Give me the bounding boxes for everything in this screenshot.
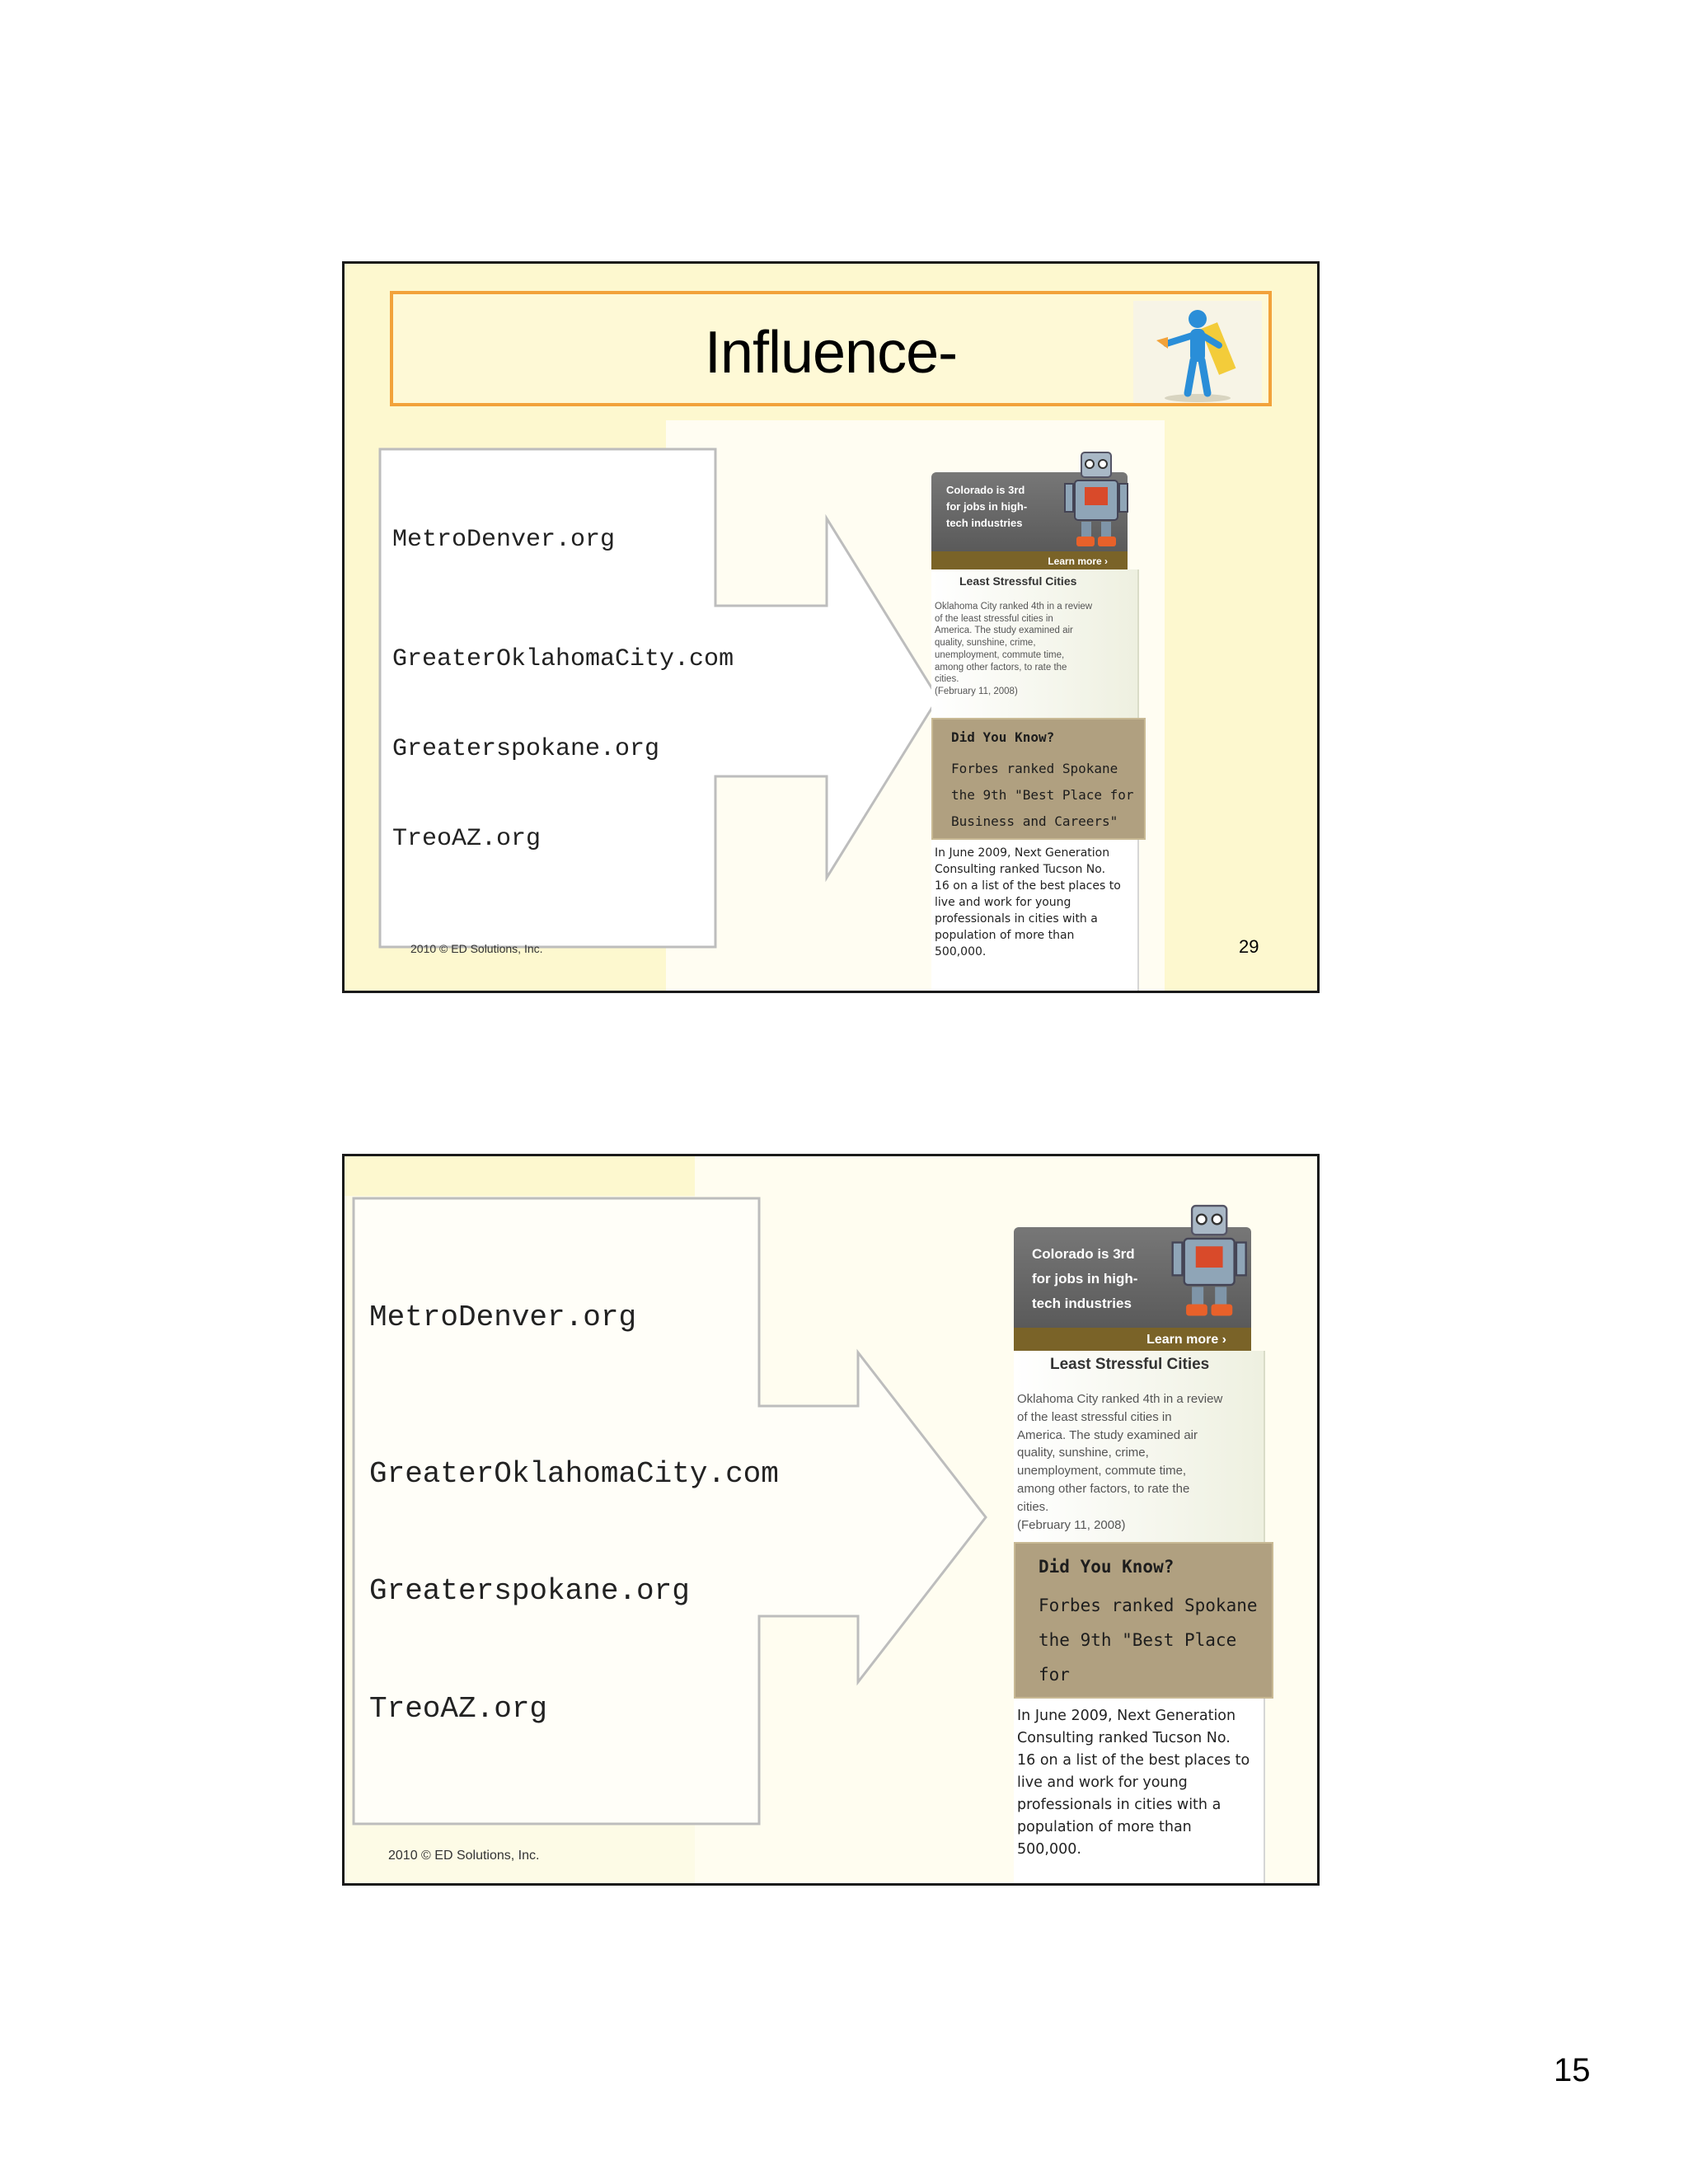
tucson-line: Consulting ranked Tucson No. [1017, 1730, 1231, 1746]
header-strip [345, 1156, 695, 1196]
site-treoaz: TreoAZ.org [392, 825, 542, 853]
lsc-line: cities. [935, 674, 959, 685]
copyright-footer: 2010 © ED Solutions, Inc. [410, 942, 543, 955]
did-you-know-block: Did You Know? Forbes ranked Spokane the … [1014, 1542, 1273, 1719]
site-greateroklahomacity: GreaterOklahomaCity.com [392, 645, 734, 673]
did-you-know-title: Did You Know? [1039, 1557, 1175, 1577]
website-clipping: Colorado is 3rd for jobs in high- tech i… [1012, 1197, 1276, 1883]
lsc-line: America. The study examined air [1017, 1427, 1198, 1442]
site-metrodenver: MetroDenver.org [392, 526, 616, 554]
lsc-line: among other factors, to rate the [935, 662, 1067, 673]
lsc-line: unemployment, commute time, [935, 649, 1065, 660]
tucson-block: In June 2009, Next Generation Consulting… [931, 840, 1139, 991]
learn-more-link[interactable]: Learn more › [931, 551, 1128, 569]
lsc-line: of the least stressful cities in [1017, 1409, 1172, 1424]
page-number: 15 [1554, 2052, 1591, 2088]
lsc-line: Oklahoma City ranked 4th in a review [935, 602, 1093, 612]
banner-line-2: for jobs in high- [1032, 1271, 1138, 1286]
banner-line-3: tech industries [1032, 1296, 1132, 1311]
tucson-line: In June 2009, Next Generation [1017, 1708, 1236, 1724]
site-greaterspokane: Greaterspokane.org [392, 735, 660, 763]
banner-line-2: for jobs in high- [946, 500, 1028, 513]
tucson-line: 16 on a list of the best places to [935, 879, 1121, 893]
slide-repeat: MetroDenver.org GreaterOklahomaCity.com … [342, 1154, 1320, 1886]
banner-line-1: Colorado is 3rd [1032, 1246, 1135, 1262]
dyk-line: Business and Careers" [951, 813, 1118, 829]
did-you-know-title: Did You Know? [951, 729, 1055, 745]
lsc-line: quality, sunshine, crime, [1017, 1446, 1149, 1460]
lsc-line: (February 11, 2008) [935, 687, 1018, 697]
tucson-line: 500,000. [935, 945, 987, 958]
website-clipping: Colorado is 3rd for jobs in high- tech i… [930, 449, 1152, 991]
tucson-line: professionals in cities with a [935, 912, 1098, 926]
tucson-line: 16 on a list of the best places to [1017, 1752, 1250, 1769]
robot-icon [1171, 1204, 1247, 1316]
least-stressful-title: Least Stressful Cities [959, 574, 1077, 588]
slide-29: Influence- MetroDenver.org GreaterOklaho… [342, 261, 1320, 993]
tucson-line: live and work for young [1017, 1774, 1188, 1791]
slide-number: 29 [1239, 936, 1259, 957]
site-greateroklahomacity: GreaterOklahomaCity.com [369, 1457, 779, 1491]
dyk-line: Forbes ranked Spokane [1039, 1596, 1258, 1615]
lsc-line: unemployment, commute time, [1017, 1464, 1187, 1479]
dyk-line: the 9th "Best Place for [1039, 1630, 1237, 1685]
learn-more-link[interactable]: Learn more › [1014, 1328, 1251, 1351]
site-metrodenver: MetroDenver.org [369, 1301, 637, 1334]
banner-line-1: Colorado is 3rd [946, 484, 1025, 496]
copyright-footer: 2010 © ED Solutions, Inc. [388, 1849, 540, 1863]
pointing-figure-icon [1133, 301, 1262, 403]
tucson-line: professionals in cities with a [1017, 1797, 1221, 1813]
lsc-line: quality, sunshine, crime, [935, 638, 1036, 649]
lsc-line: cities. [1017, 1499, 1049, 1514]
tucson-line: population of more than [935, 929, 1075, 942]
title-box: Influence- [390, 291, 1272, 406]
lsc-line: of the least stressful cities in [935, 613, 1053, 624]
dyk-line: Forbes ranked Spokane [951, 761, 1118, 776]
tucson-line: Consulting ranked Tucson No. [935, 863, 1106, 876]
did-you-know-block: Did You Know? Forbes ranked Spokane the … [931, 718, 1146, 840]
least-stressful-title: Least Stressful Cities [1050, 1356, 1210, 1373]
dyk-line: the 9th "Best Place for [951, 787, 1134, 803]
lsc-line: America. The study examined air [935, 626, 1073, 636]
tucson-line: population of more than [1017, 1819, 1192, 1835]
least-stressful-block: Least Stressful Cities Oklahoma City ran… [931, 569, 1139, 718]
lsc-line: among other factors, to rate the [1017, 1481, 1190, 1496]
tucson-line: 500,000. [1017, 1841, 1081, 1858]
tucson-line: live and work for young [935, 896, 1071, 909]
lsc-line: Oklahoma City ranked 4th in a review [1017, 1392, 1223, 1406]
site-treoaz: TreoAZ.org [369, 1692, 548, 1726]
arrow-shape [378, 448, 938, 949]
slide-title: Influence- [704, 320, 958, 386]
tucson-block: In June 2009, Next Generation Consulting… [1014, 1699, 1265, 1883]
arrow-shape [352, 1197, 987, 1825]
banner-line-3: tech industries [946, 517, 1023, 530]
lsc-line: (February 11, 2008) [1017, 1517, 1126, 1532]
tucson-line: In June 2009, Next Generation [935, 846, 1110, 860]
robot-icon [1064, 452, 1128, 546]
site-greaterspokane: Greaterspokane.org [369, 1574, 690, 1608]
least-stressful-block: Least Stressful Cities Oklahoma City ran… [1014, 1351, 1265, 1542]
